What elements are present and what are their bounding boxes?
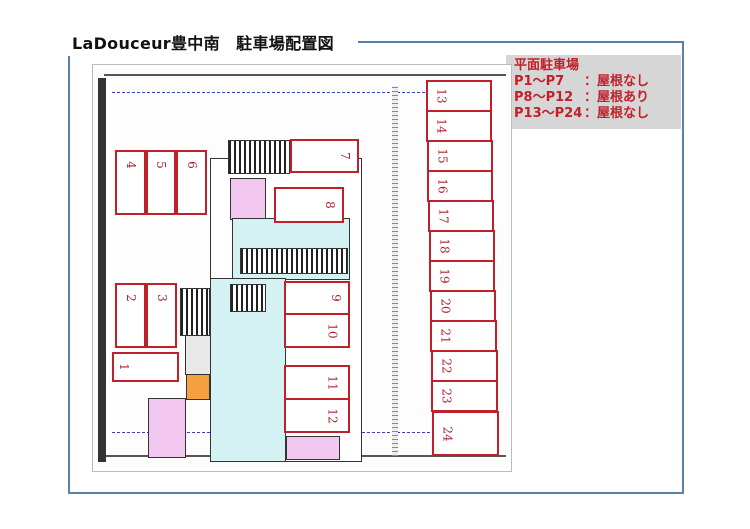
space-number: 13 bbox=[434, 88, 449, 104]
stairs bbox=[180, 288, 210, 336]
parking-space-18[interactable]: 18 bbox=[429, 230, 495, 262]
parking-space-8[interactable]: 8 bbox=[274, 187, 344, 223]
frame-line bbox=[68, 492, 684, 494]
space-number: 8 bbox=[323, 201, 338, 209]
frame-line bbox=[358, 41, 684, 43]
parking-space-14[interactable]: 14 bbox=[426, 110, 492, 142]
space-number: 14 bbox=[434, 118, 449, 134]
legend-row: P1～P7 ：屋根なし bbox=[514, 74, 673, 90]
parking-space-3[interactable]: 3 bbox=[146, 283, 177, 348]
space-number: 19 bbox=[437, 268, 452, 284]
parking-space-24[interactable]: 24 bbox=[432, 411, 499, 456]
page-title: LaDouceur豊中南 駐車場配置図 bbox=[72, 34, 334, 53]
space-number: 2 bbox=[123, 294, 138, 302]
parking-space-15[interactable]: 15 bbox=[427, 140, 493, 172]
legend-desc: ：屋根なし bbox=[584, 106, 650, 121]
space-number: 11 bbox=[325, 374, 340, 391]
parking-space-5[interactable]: 5 bbox=[146, 150, 176, 215]
space-number: 4 bbox=[123, 161, 138, 169]
legend-heading: 平面駐車場 bbox=[514, 58, 580, 73]
parking-space-16[interactable]: 16 bbox=[427, 170, 493, 202]
legend-range: P1～P7 bbox=[514, 74, 565, 89]
parking-space-13[interactable]: 13 bbox=[426, 80, 492, 112]
parking-space-19[interactable]: 19 bbox=[429, 260, 495, 292]
parking-space-17[interactable]: 17 bbox=[428, 200, 494, 232]
stairs bbox=[230, 284, 266, 312]
space-number: 23 bbox=[439, 388, 454, 404]
parking-space-22[interactable]: 22 bbox=[431, 350, 498, 382]
stairs bbox=[228, 140, 290, 174]
space-number: 12 bbox=[325, 407, 340, 424]
space-number: 22 bbox=[439, 358, 454, 374]
space-number: 9 bbox=[329, 294, 344, 302]
boundary-line bbox=[112, 92, 430, 93]
frame-line bbox=[682, 41, 684, 493]
space-number: 3 bbox=[154, 294, 169, 302]
space-number: 5 bbox=[153, 161, 168, 169]
space-number: 15 bbox=[435, 148, 450, 164]
space-number: 6 bbox=[184, 161, 199, 169]
space-number: 7 bbox=[338, 152, 353, 160]
space-number: 18 bbox=[437, 238, 452, 254]
space-number: 10 bbox=[325, 322, 340, 339]
space-number: 20 bbox=[438, 298, 453, 314]
legend-desc: ：屋根あり bbox=[584, 90, 650, 105]
space-number: 1 bbox=[116, 363, 131, 371]
parking-space-23[interactable]: 23 bbox=[431, 380, 498, 412]
space-number: 17 bbox=[436, 208, 451, 224]
stairs bbox=[240, 248, 348, 274]
parking-space-21[interactable]: 21 bbox=[430, 320, 497, 352]
room bbox=[148, 398, 186, 458]
room bbox=[230, 178, 266, 220]
space-number: 16 bbox=[435, 178, 450, 194]
parking-space-6[interactable]: 6 bbox=[176, 150, 207, 215]
site-boundary bbox=[104, 74, 506, 76]
space-number: 24 bbox=[440, 425, 455, 442]
legend-row: P13～P24：屋根なし bbox=[514, 106, 673, 122]
legend-range: P13～P24 bbox=[514, 106, 583, 121]
frame-line bbox=[68, 56, 70, 494]
parking-space-11[interactable]: 11 bbox=[284, 365, 350, 400]
parking-space-10[interactable]: 10 bbox=[284, 313, 350, 348]
parking-space-12[interactable]: 12 bbox=[284, 398, 350, 433]
parking-space-20[interactable]: 20 bbox=[430, 290, 496, 322]
legend-box: 平面駐車場 P1～P7：屋根なし P8～P12：屋根あり P13～P24：屋根な… bbox=[506, 55, 681, 129]
parking-space-9[interactable]: 9 bbox=[284, 281, 350, 315]
elevator bbox=[185, 335, 211, 375]
legend-desc: ：屋根なし bbox=[584, 74, 650, 89]
parking-space-2[interactable]: 2 bbox=[115, 283, 146, 348]
parking-space-4[interactable]: 4 bbox=[115, 150, 146, 215]
parking-space-1[interactable]: 1 bbox=[112, 352, 179, 382]
parking-space-7[interactable]: 7 bbox=[290, 139, 359, 173]
space-number: 21 bbox=[438, 328, 453, 344]
site-wall bbox=[98, 78, 106, 462]
legend-row: P8～P12 ：屋根あり bbox=[514, 90, 673, 106]
fence bbox=[392, 86, 398, 456]
room bbox=[186, 374, 210, 400]
room bbox=[286, 436, 340, 460]
legend-range: P8～P12 bbox=[514, 90, 574, 105]
